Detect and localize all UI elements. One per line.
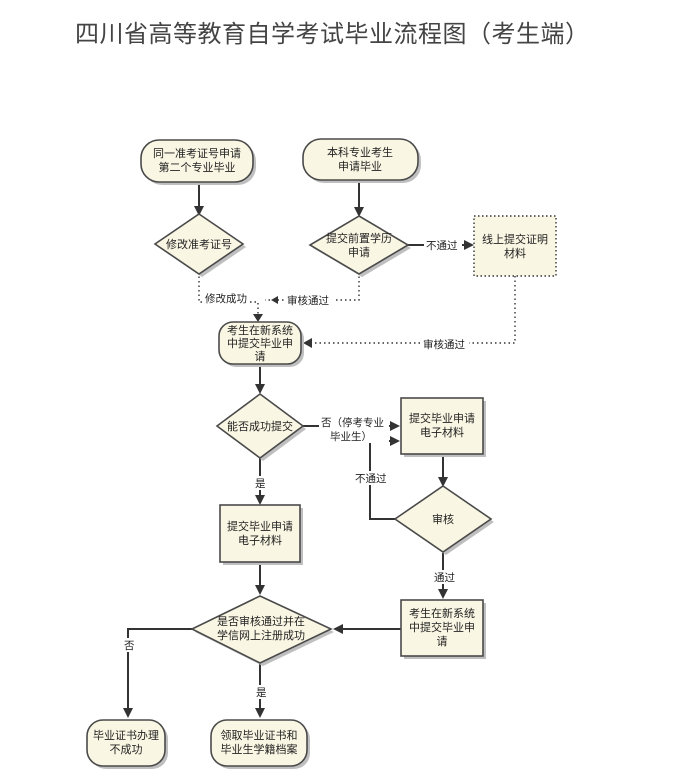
label-review-pass-2: 审核通过 xyxy=(423,338,465,351)
label-no-2: 否 xyxy=(124,640,135,652)
node-text: 同一准考证号申请 xyxy=(153,147,241,160)
node-text: 审核 xyxy=(432,512,454,526)
node-review: 审核 xyxy=(393,485,494,555)
label-pass-3: 通过 xyxy=(434,571,455,584)
node-submit-new-system-1: 考生在新系统 中提交毕业申 请 xyxy=(218,321,304,367)
node-text: 考生在新系统 xyxy=(227,323,293,337)
node-text: 请 xyxy=(255,350,266,363)
node-text: 是否审核通过并在 xyxy=(217,614,305,628)
node-change-exam-id: 修改准考证号 xyxy=(153,213,246,277)
node-text: 考生在新系统 xyxy=(409,606,475,620)
node-text: 第二个专业毕业 xyxy=(159,160,236,174)
node-text: 中提交毕业申 xyxy=(227,336,293,350)
node-text: 提交毕业申请 xyxy=(409,411,475,425)
node-text: 申请 xyxy=(348,246,370,259)
label-yes-2: 是 xyxy=(256,687,267,699)
label-no-stop-2: 毕业生） xyxy=(330,430,372,443)
node-text: 领取毕业证书和 xyxy=(221,729,298,742)
node-receive-certificate: 领取毕业证书和 毕业生学籍档案 xyxy=(210,719,310,769)
label-review-pass-1: 审核通过 xyxy=(287,294,329,307)
node-submit-new-system-2: 考生在新系统 中提交毕业申 请 xyxy=(400,599,486,659)
node-text: 学信网上注册成功 xyxy=(217,628,305,642)
node-text: 能否成功提交 xyxy=(227,419,293,433)
node-passed-registered: 是否审核通过并在 学信网上注册成功 xyxy=(190,595,334,666)
node-can-submit: 能否成功提交 xyxy=(215,393,306,461)
label-change-success: 修改成功 xyxy=(205,292,247,305)
node-undergrad-apply: 本科专业考生 申请毕业 xyxy=(302,138,421,183)
node-text: 中提交毕业申 xyxy=(409,620,475,634)
label-no-stop-1: 否（停考专业 xyxy=(321,416,384,429)
node-submit-materials-right: 提交毕业申请 电子材料 xyxy=(400,397,486,457)
node-text: 不成功 xyxy=(110,743,143,756)
node-text: 修改准考证号 xyxy=(166,237,232,251)
node-prior-degree: 提交前置学历 申请 xyxy=(308,215,411,277)
node-text: 毕业生学籍档案 xyxy=(221,742,298,756)
node-text: 本科专业考生 xyxy=(327,145,393,159)
edge-labels: 修改成功 审核通过 不通过 审核通过 否（停考专业 毕业生） 是 不通过 通过 … xyxy=(122,238,469,699)
node-same-id-application: 同一准考证号申请 第二个专业毕业 xyxy=(140,139,256,185)
page-title: 四川省高等教育自学考试毕业流程图（考生端） xyxy=(75,20,590,48)
edge-check-no xyxy=(123,628,192,718)
node-text: 材料 xyxy=(504,246,526,260)
node-text: 申请毕业 xyxy=(338,160,382,173)
label-not-pass-1: 不通过 xyxy=(426,239,458,252)
node-text: 线上提交证明 xyxy=(482,232,548,246)
label-yes-1: 是 xyxy=(255,478,266,490)
node-text: 电子材料 xyxy=(420,425,464,439)
node-certificate-fail: 毕业证书办理 不成功 xyxy=(86,719,168,769)
node-text: 毕业证书办理 xyxy=(93,729,159,742)
node-text: 提交前置学历 xyxy=(326,231,392,245)
node-text: 电子材料 xyxy=(238,533,282,547)
node-text: 请 xyxy=(437,635,448,648)
label-not-pass-2: 不通过 xyxy=(355,472,387,485)
node-online-material: 线上提交证明 材料 xyxy=(473,215,557,277)
edge-online-to-submit xyxy=(308,276,516,344)
node-text: 提交毕业申请 xyxy=(227,519,293,533)
node-submit-materials-left: 提交毕业申请 电子材料 xyxy=(219,504,303,565)
